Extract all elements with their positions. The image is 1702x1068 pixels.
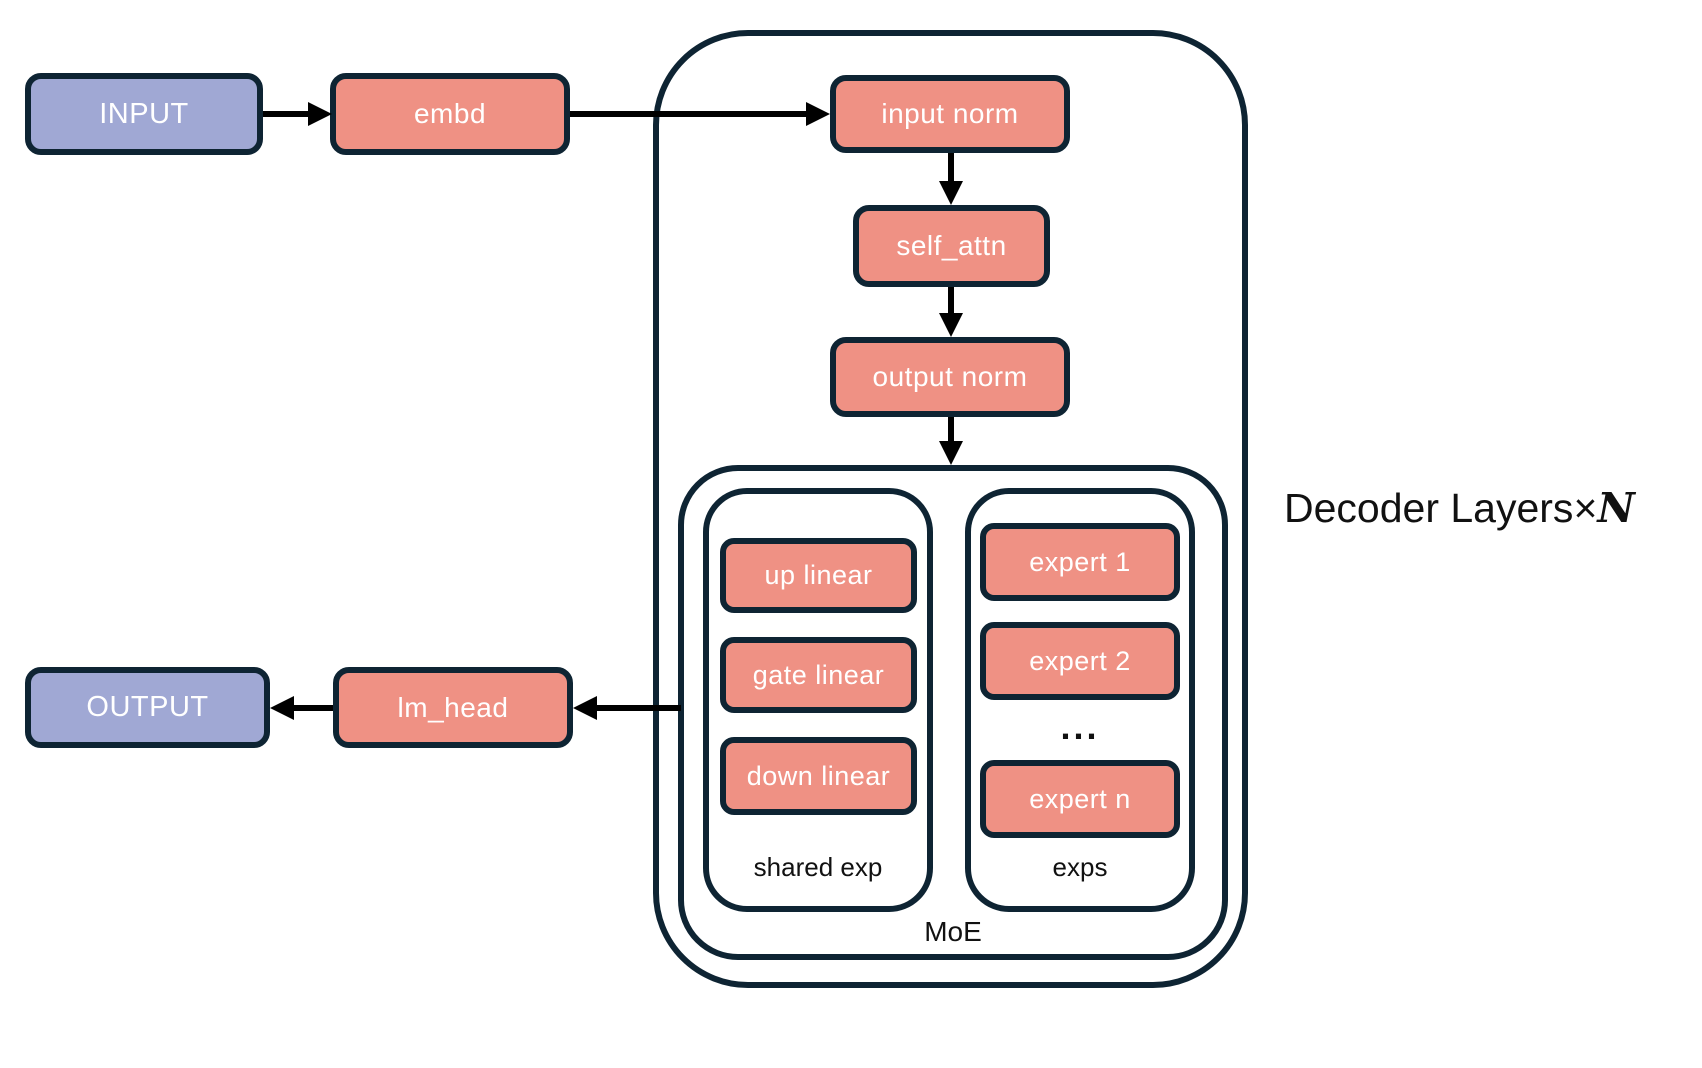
experts-frame: [965, 488, 1195, 912]
n-variable: N: [1597, 484, 1635, 532]
down-linear-node: down linear: [720, 737, 917, 815]
decoder-layers-frame: [653, 30, 1248, 988]
input-node: INPUT: [25, 73, 263, 155]
expert-2-node: expert 2: [980, 622, 1180, 700]
decoder-layers-label: Decoder Layers×N: [1284, 484, 1635, 532]
moe-label: MoE: [924, 916, 982, 947]
up-linear-node: up linear: [720, 538, 917, 613]
expert-n-node: expert n: [980, 760, 1180, 838]
arrow-input-to-embd: [263, 102, 332, 126]
moe-frame: [678, 465, 1228, 960]
arrow-lm-head-to-output: [270, 696, 333, 720]
times-sign: ×: [1573, 485, 1598, 531]
decoder-layers-text: Decoder Layers: [1284, 485, 1574, 531]
gate-linear-node: gate linear: [720, 637, 917, 713]
experts-ellipsis: ...: [1060, 706, 1100, 747]
expert-1-node: expert 1: [980, 523, 1180, 601]
input-norm-node: input norm: [830, 75, 1070, 153]
embd-node: embd: [330, 73, 570, 155]
output-node: OUTPUT: [25, 667, 270, 748]
self-attn-node: self_attn: [853, 205, 1050, 287]
experts-label: exps: [1052, 852, 1108, 882]
shared-exp-frame: [703, 488, 933, 912]
output-norm-node: output norm: [830, 337, 1070, 417]
shared-exp-label: shared exp: [753, 852, 883, 882]
lm-head-node: lm_head: [333, 667, 573, 748]
